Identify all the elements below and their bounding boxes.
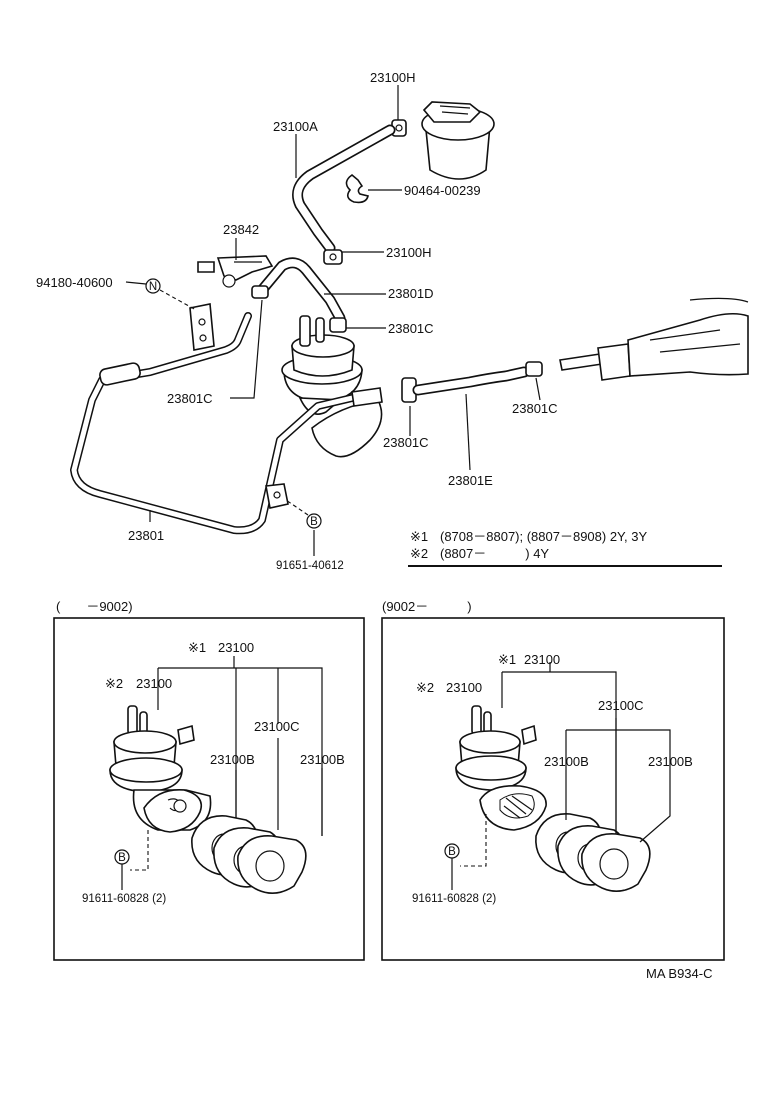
panel-right-label-23100-pump: 23100 [446,680,482,695]
panel-right-label-23100-top: 23100 [524,652,560,667]
panel-left-gaskets [191,815,307,894]
hose-23100a [292,124,396,254]
label-23801e: 23801E [448,473,493,488]
panel-left-pump [109,705,212,833]
clip-90464 [345,173,369,204]
panel-right-label-23100b-b: 23100B [648,754,693,769]
label-23801c-far-right: 23801C [512,401,558,416]
panel-left-label-23100-pump: 23100 [136,676,172,691]
label-23801: 23801 [128,528,164,543]
panel-right-mark-1: ※1 [498,652,516,667]
panel-left: ( －9002) [53,599,365,961]
bracket-23842 [197,255,274,288]
label-23801d: 23801D [388,286,434,301]
label-94180-40600: 94180-40600 [36,275,113,290]
panel-right-gaskets [535,813,651,892]
fuel-pipe-23801 [70,303,356,535]
note-2-mark: ※2 [410,546,428,561]
applicability-notes: ※1 (8708－8807); (8807－8908) 2Y, 3Y ※2 (8… [408,529,722,567]
note-2-text: (8807－ ) 4Y [440,546,549,561]
engine-fitting-illustration [559,297,749,381]
panel-left-frame [53,617,365,961]
hose-23801d [256,257,346,324]
marker-b-top-letter: B [310,516,318,528]
label-90464-00239: 90464-00239 [404,183,481,198]
label-23801c-center: 23801C [383,435,429,450]
label-91651-40612: 91651-40612 [276,560,344,572]
label-23801c-left: 23801C [167,391,213,406]
label-23100a: 23100A [273,119,318,134]
panel-left-mark-2: ※2 [105,676,123,691]
panel-left-mark-1: ※1 [188,640,206,655]
label-23100h-mid: 23100H [386,245,432,260]
panel-right-range: (9002－ ) [382,599,472,614]
hose-clamp-pump [329,317,347,333]
hose-clamp-left [251,285,269,299]
panel-right-frame [381,617,725,961]
panel-right-mark-2: ※2 [416,680,434,695]
panel-right-bolt-label: 91611-60828 (2) [412,893,496,905]
panel-left-label-23100b-b: 23100B [300,752,345,767]
panel-left-label-23100b-a: 23100B [210,752,255,767]
diagram-code: MA B934-C [646,966,712,981]
panel-left-range: ( －9002) [56,599,133,614]
panel-left-label-23100-top: 23100 [218,640,254,655]
note-1-mark: ※1 [410,529,428,544]
note-1-text: (8708－8807); (8807－8908) 2Y, 3Y [440,529,648,544]
label-23842: 23842 [223,222,259,237]
hose-clamp-mid [323,249,343,265]
panel-left-bolt-label: 91611-60828 (2) [82,893,166,905]
panel-right-marker-b: B [448,846,456,858]
marker-n-letter: N [149,281,157,293]
panel-left-label-23100c: 23100C [254,719,300,734]
panel-right-label-23100c: 23100C [598,698,644,713]
panel-right-label-23100b-a: 23100B [544,754,589,769]
hose-clamp-top [391,119,407,137]
air-cleaner-illustration [421,101,495,180]
marker-b-top: B [285,499,322,529]
panel-right-pump [455,705,547,831]
label-23801c-right: 23801C [388,321,434,336]
fuel-pump-illustration [281,315,383,458]
panel-right: (9002－ ) [381,599,725,961]
label-23100h-top: 23100H [370,70,416,85]
leader-lines-top [125,85,541,556]
panel-left-marker-b: B [118,852,126,864]
marker-n: N [145,278,197,311]
hose-23801e [351,361,543,407]
